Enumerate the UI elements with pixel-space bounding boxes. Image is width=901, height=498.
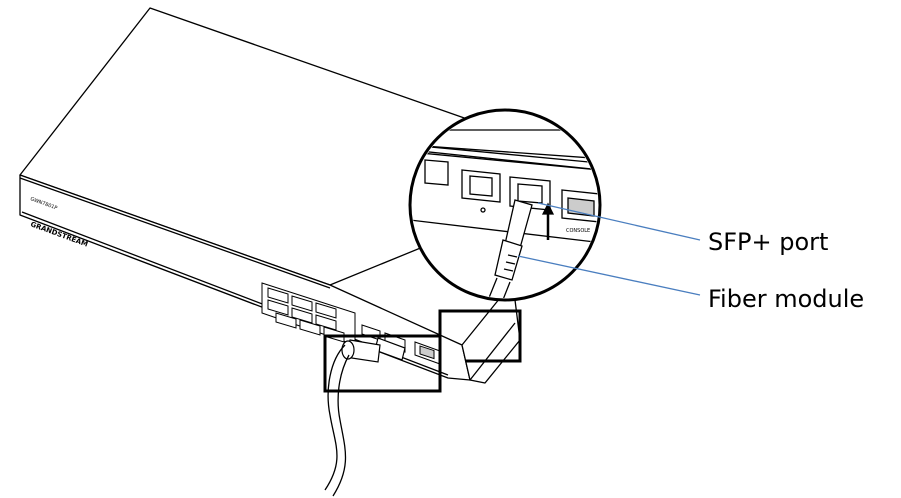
rj45-port: [267, 287, 289, 304]
fiber-module-front: [341, 337, 406, 363]
fiber-cable: [324, 344, 350, 497]
fiber-module-zoom: [479, 199, 533, 298]
rj45-port: [315, 302, 337, 319]
callout-lines: [517, 202, 701, 296]
rj45-port: [291, 307, 313, 324]
port-highlight-box: [323, 334, 442, 393]
side-highlight-box: [438, 309, 522, 363]
fiber-module-label: Fiber module: [708, 285, 865, 313]
rj45-port: [291, 295, 313, 312]
sfp-port-label: SFP+ port: [708, 228, 829, 256]
sfp-port: [424, 159, 449, 186]
highlight-frames: [323, 309, 522, 393]
rj45-port-block: [261, 282, 356, 346]
rj45-port: [275, 312, 297, 329]
fiber-module-callout-line: [517, 255, 701, 296]
rj45-port: [299, 319, 321, 336]
sfp-port-callout-line: [537, 202, 701, 241]
rj45-port: [315, 314, 337, 331]
magnifier-circle: CONSOLE: [408, 108, 602, 302]
console-label: CONSOLE: [566, 228, 590, 234]
rj45-port: [267, 299, 289, 316]
switch-chassis: [19, 7, 521, 384]
insert-arrow: [541, 202, 555, 240]
